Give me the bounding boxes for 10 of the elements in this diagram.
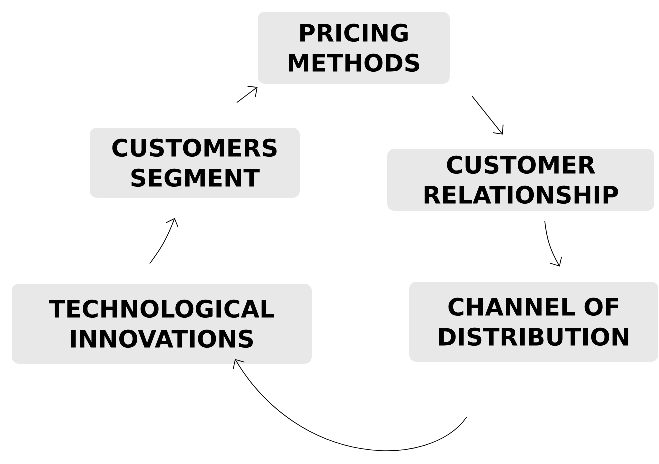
arrow — [472, 96, 504, 135]
label-box: CHANNEL OF DISTRIBUTION — [410, 282, 658, 362]
label-box: CUSTOMERS SEGMENT — [90, 128, 300, 198]
label-box: CUSTOMER RELATIONSHIP — [388, 149, 654, 211]
arrow — [544, 220, 562, 267]
label-box: TECHNOLOGICAL INNOVATIONS — [12, 284, 312, 364]
arrow — [150, 218, 179, 264]
arrow — [236, 86, 258, 104]
arrow — [233, 359, 468, 452]
label-box: PRICING METHODS — [258, 12, 450, 84]
